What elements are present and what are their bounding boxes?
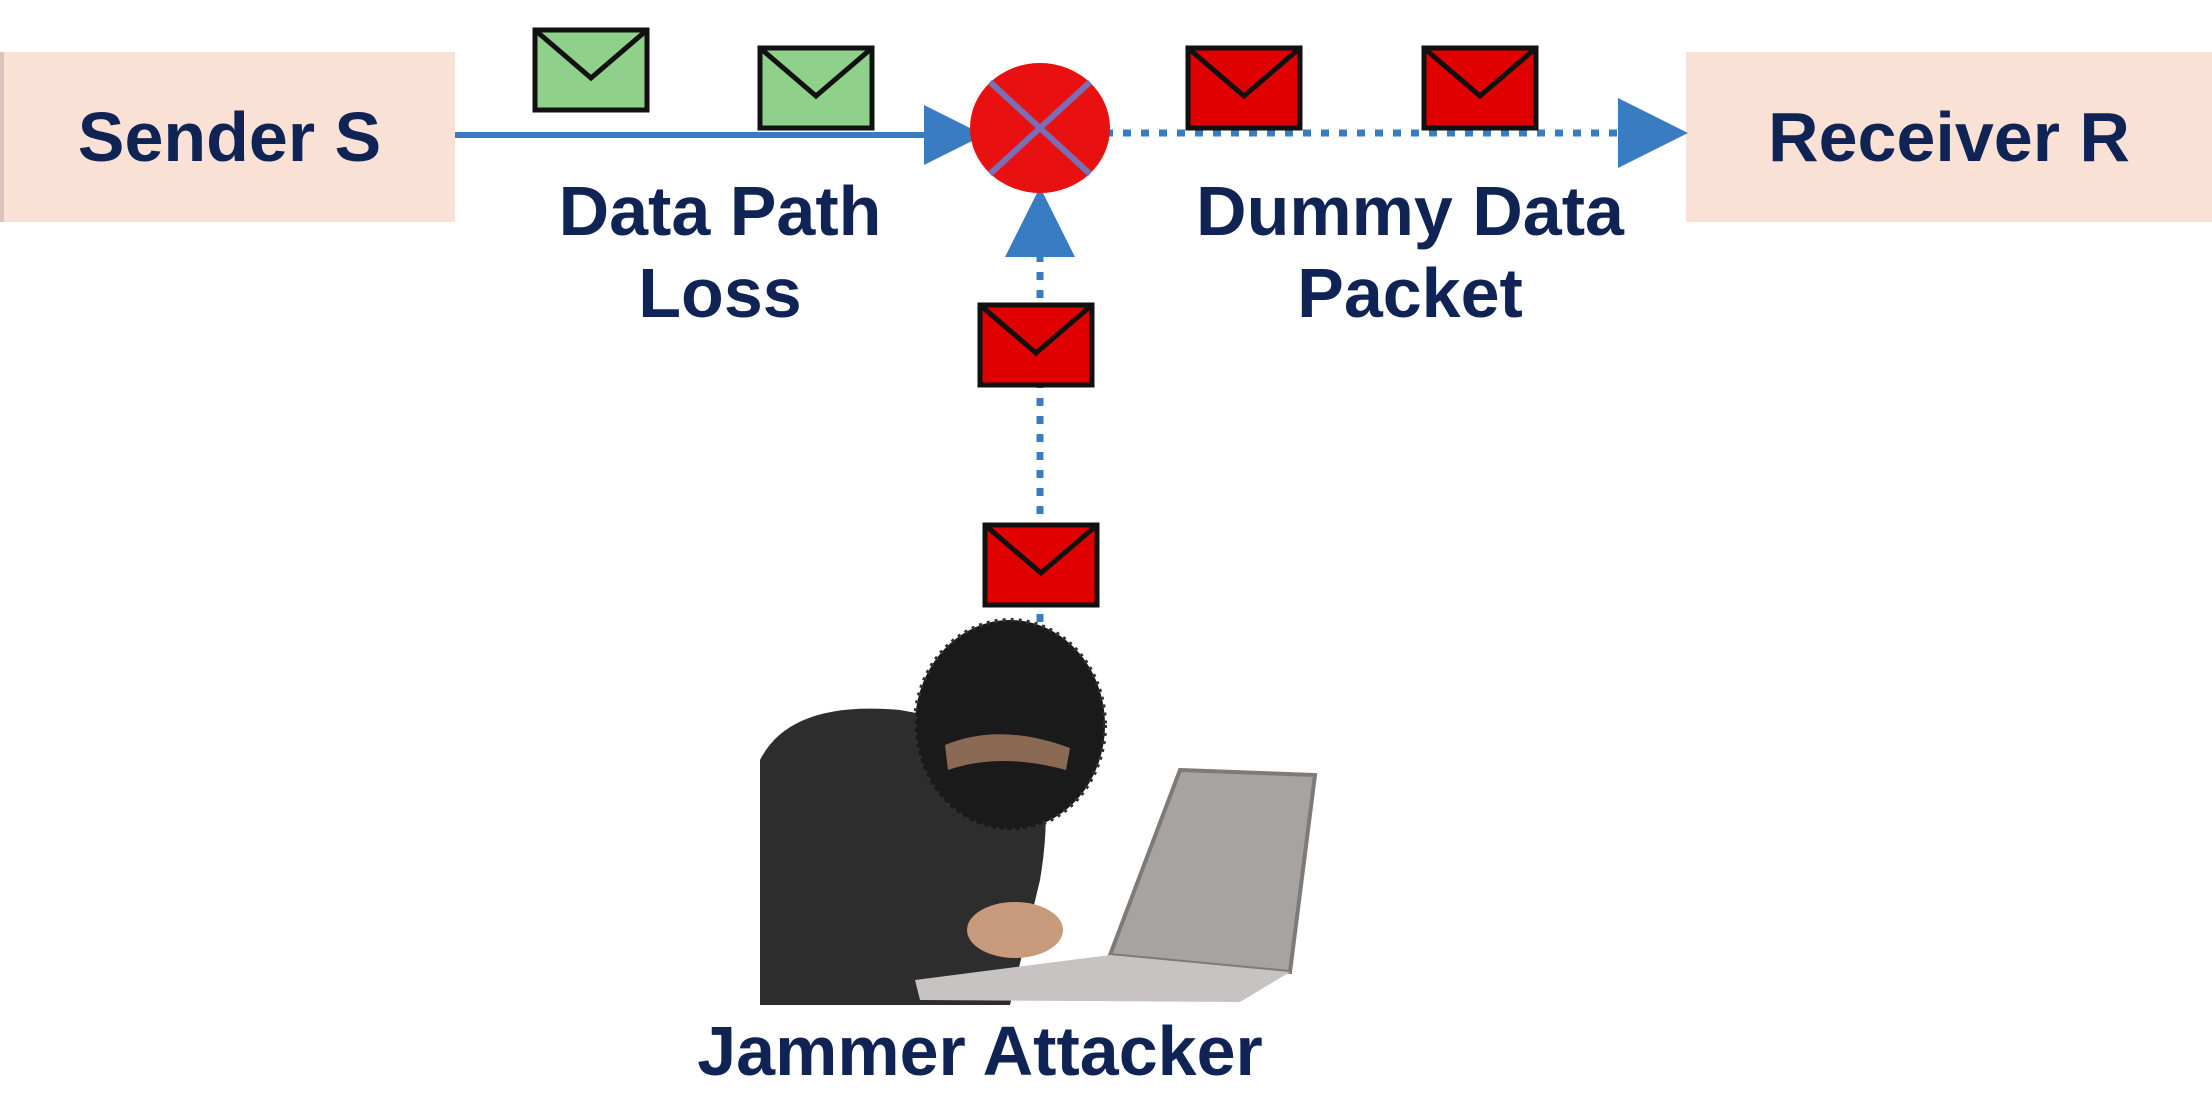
legit-packet-2 [757,45,875,131]
envelope-icon [1185,45,1303,131]
sender-node: Sender S [0,52,455,222]
envelope-icon [977,302,1095,388]
receiver-label: Receiver R [1768,98,2130,176]
envelope-icon [982,522,1100,608]
dummy-data-packet-caption: Dummy Data Packet [1196,172,1624,332]
sender-label: Sender S [77,98,382,176]
legit-packet-1 [532,27,650,113]
attacker-illustration [760,618,1318,1005]
x-mark-icon [987,79,1093,177]
left-hand [967,902,1063,958]
dummy-packet-1 [1185,45,1303,131]
data-path-loss-caption: Data Path Loss [558,172,882,332]
envelope-icon [1421,45,1539,131]
envelope-icon [757,45,875,131]
balaclava-icon [915,620,1105,830]
jammer-attacker-caption: Jammer Attacker [697,1012,1263,1090]
laptop-base [915,955,1290,1002]
collision-node [970,63,1110,193]
dummy-packet-4 [982,522,1100,608]
dummy-packet-3 [977,302,1095,388]
envelope-icon [532,27,650,113]
dummy-packet-2 [1421,45,1539,131]
receiver-node: Receiver R [1686,52,2212,222]
eye-slit [945,734,1070,770]
